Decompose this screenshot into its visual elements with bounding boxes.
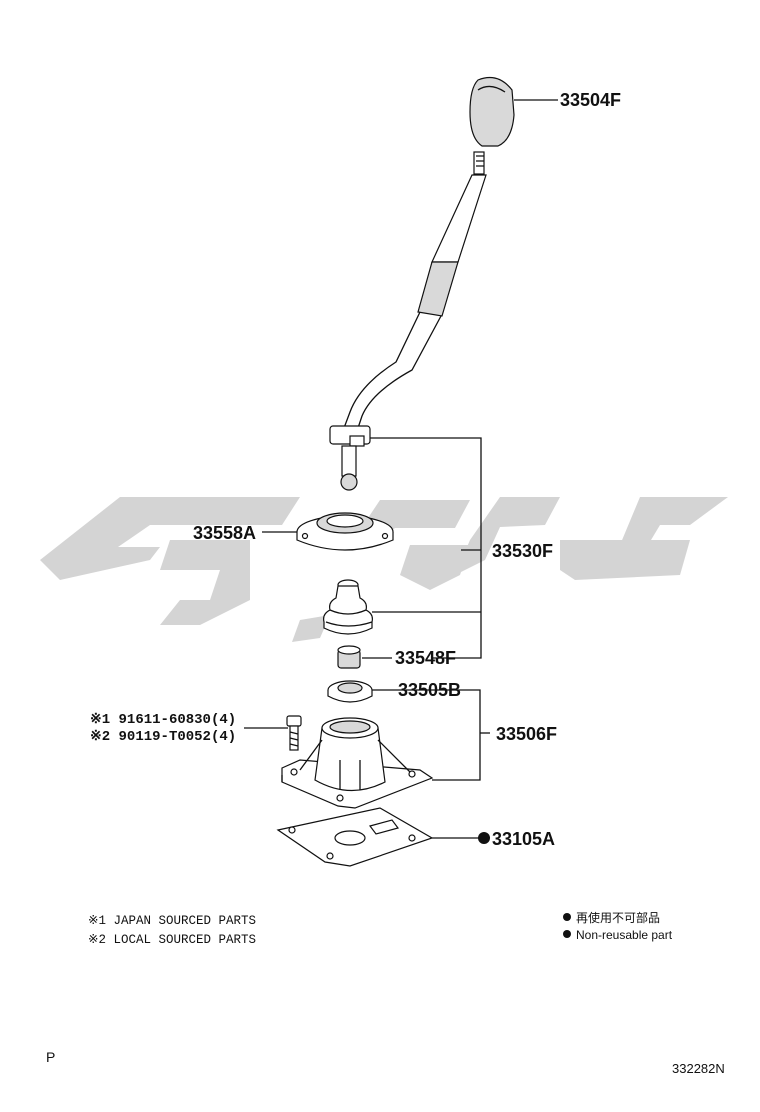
note-local-sourced: ※2 LOCAL SOURCED PARTS	[88, 933, 256, 947]
watermark-logo	[40, 497, 728, 642]
gasket-part	[276, 807, 434, 867]
footer-left: P	[46, 1049, 55, 1065]
label-33505b: 33505B	[398, 680, 461, 700]
retainer-part	[296, 512, 394, 551]
boot-part	[323, 579, 373, 635]
label-bolt-2: ※2 90119-T0052(4)	[90, 729, 236, 745]
label-33530f: 33530F	[492, 541, 553, 561]
legend-en: Non-reusable part	[576, 928, 673, 942]
label-bolt-1: ※1 91611-60830(4)	[90, 712, 236, 728]
legend-jp: 再使用不可部品	[576, 910, 660, 925]
seat-part	[327, 680, 373, 703]
label-33504f: 33504F	[560, 90, 621, 110]
housing-part	[281, 717, 434, 809]
label-33558a: 33558A	[193, 523, 256, 543]
note-japan-sourced: ※1 JAPAN SOURCED PARTS	[88, 914, 256, 928]
label-33105a: 33105A	[492, 829, 555, 849]
bushing-part	[337, 645, 361, 669]
diagram-code: 332282N	[672, 1061, 725, 1076]
legend-dot-icon-2	[563, 930, 571, 938]
legend-dot-icon	[563, 913, 571, 921]
bolt-part	[286, 715, 302, 751]
label-33548f: 33548F	[395, 648, 456, 668]
non-reusable-marker-icon	[478, 832, 490, 844]
shift-lever	[329, 151, 487, 491]
leader-lines	[244, 99, 558, 844]
shift-knob	[469, 77, 515, 147]
label-33506f: 33506F	[496, 724, 557, 744]
